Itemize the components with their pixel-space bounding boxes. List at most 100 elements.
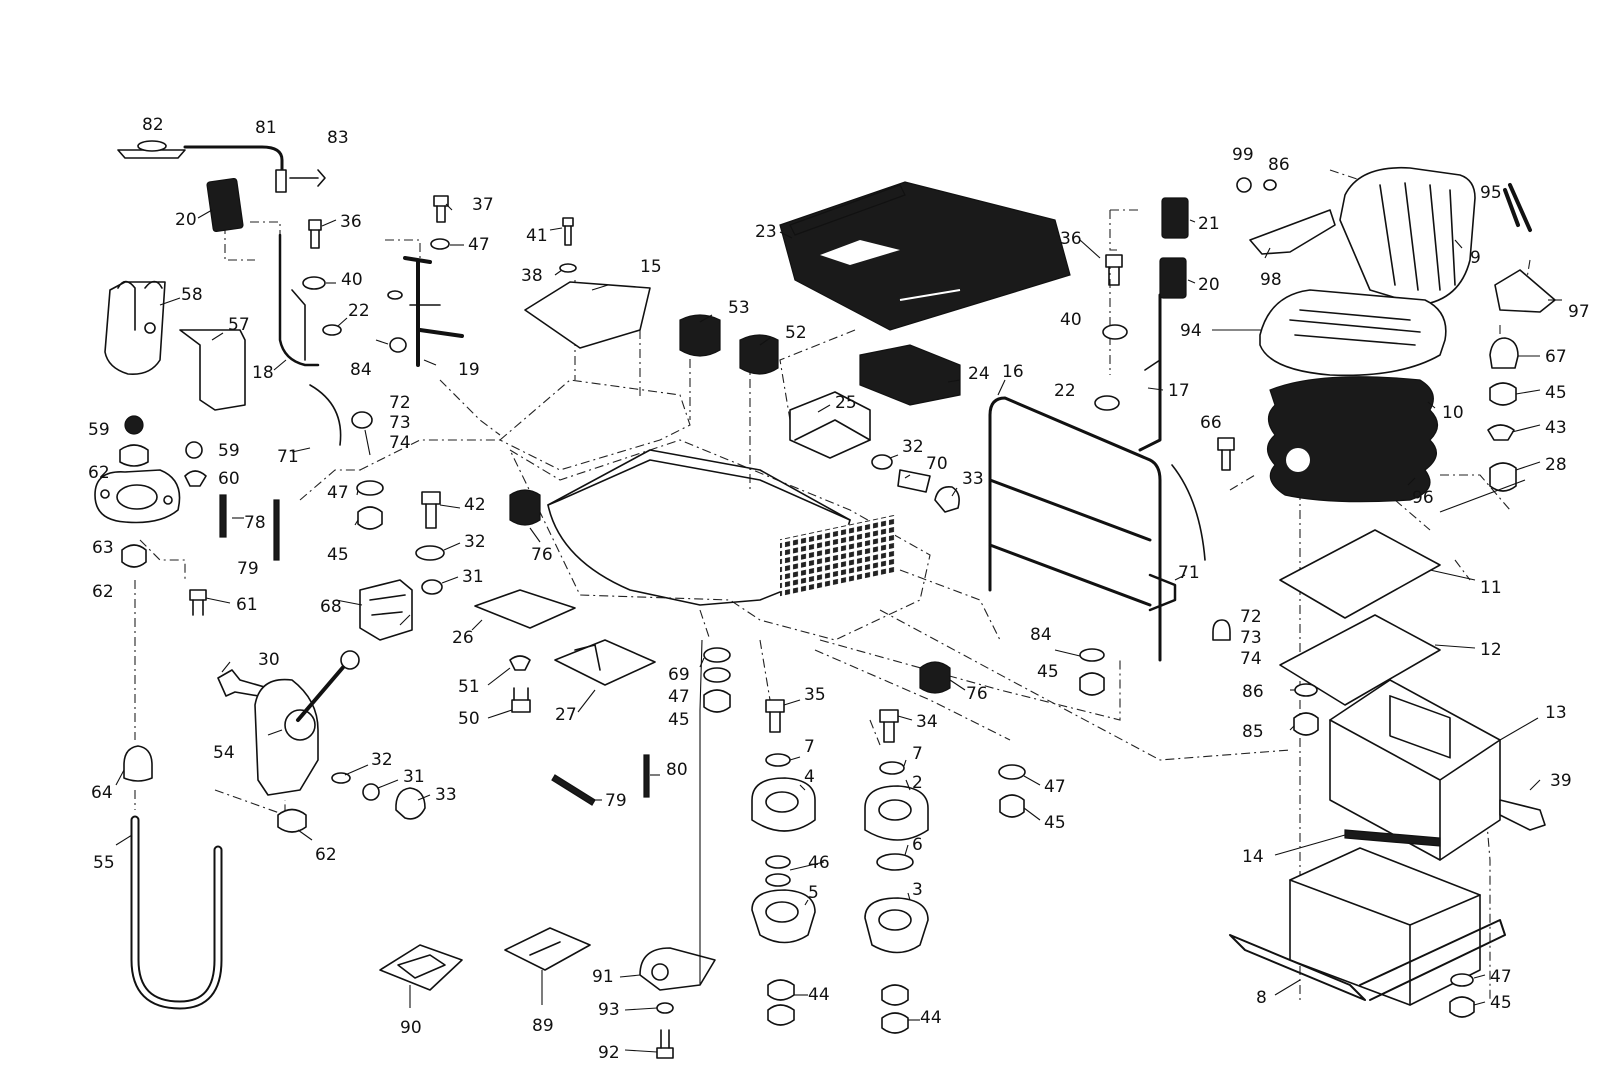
label-79: 79 (237, 559, 259, 579)
label-81: 81 (255, 118, 277, 138)
label-13: 13 (1545, 703, 1567, 723)
label-35: 35 (804, 685, 826, 705)
label-11: 11 (1480, 578, 1502, 598)
label-50: 50 (458, 709, 480, 729)
label-20: 20 (1198, 275, 1220, 295)
label-60: 60 (218, 469, 240, 489)
label-14: 14 (1242, 847, 1264, 867)
label-45: 45 (668, 710, 690, 730)
label-95: 95 (1480, 183, 1502, 203)
label-32: 32 (371, 750, 393, 770)
label-45: 45 (1037, 662, 1059, 682)
label-44: 44 (808, 985, 830, 1005)
label-22: 22 (348, 301, 370, 321)
label-15: 15 (640, 257, 662, 277)
label-17: 17 (1168, 381, 1190, 401)
label-68: 68 (320, 597, 342, 617)
label-54: 54 (213, 743, 235, 763)
label-67: 67 (1545, 347, 1567, 367)
label-74: 74 (389, 433, 411, 453)
label-12: 12 (1480, 640, 1502, 660)
label-43: 43 (1545, 418, 1567, 438)
label-63: 63 (92, 538, 114, 558)
label-90: 90 (400, 1018, 422, 1038)
label-31: 31 (462, 567, 484, 587)
label-99: 99 (1232, 145, 1254, 165)
label-16: 16 (1002, 362, 1024, 382)
label-83: 83 (327, 128, 349, 148)
label-71: 71 (1178, 563, 1200, 583)
label-26: 26 (452, 628, 474, 648)
label-59: 59 (88, 420, 110, 440)
label-76: 76 (966, 684, 988, 704)
label-72: 72 (389, 393, 411, 413)
label-5: 5 (808, 883, 819, 903)
label-97: 97 (1568, 302, 1590, 322)
label-45: 45 (327, 545, 349, 565)
label-46: 46 (808, 853, 830, 873)
label-25: 25 (835, 393, 857, 413)
right-parts (988, 166, 1556, 1018)
label-28: 28 (1545, 455, 1567, 475)
label-91: 91 (592, 967, 614, 987)
label-47: 47 (1490, 967, 1512, 987)
label-47: 47 (1044, 777, 1066, 797)
label-69: 69 (668, 665, 690, 685)
label-73: 73 (1240, 628, 1262, 648)
label-86: 86 (1268, 155, 1290, 175)
label-36: 36 (1060, 229, 1082, 249)
label-96: 96 (1412, 488, 1434, 508)
label-39: 39 (1550, 771, 1572, 791)
label-9: 9 (1470, 248, 1481, 268)
label-84: 84 (350, 360, 372, 380)
label-64: 64 (91, 783, 113, 803)
label-18: 18 (252, 363, 274, 383)
label-7: 7 (804, 737, 815, 757)
label-66: 66 (1200, 413, 1222, 433)
label-92: 92 (598, 1043, 620, 1063)
label-76: 76 (531, 545, 553, 565)
label-59: 59 (218, 441, 240, 461)
center-parts (379, 181, 1071, 1059)
label-73: 73 (389, 413, 411, 433)
label-80: 80 (666, 760, 688, 780)
label-78: 78 (244, 513, 266, 533)
label-40: 40 (341, 270, 363, 290)
label-53: 53 (728, 298, 750, 318)
label-41: 41 (526, 226, 548, 246)
label-6: 6 (912, 835, 923, 855)
label-62: 62 (92, 582, 114, 602)
label-79: 79 (605, 791, 627, 811)
label-98: 98 (1260, 270, 1282, 290)
label-47: 47 (468, 235, 490, 255)
label-38: 38 (521, 266, 543, 286)
label-70: 70 (926, 454, 948, 474)
label-52: 52 (785, 323, 807, 343)
label-44: 44 (920, 1008, 942, 1028)
label-20: 20 (175, 210, 197, 230)
label-19: 19 (458, 360, 480, 380)
left-parts (94, 140, 464, 1010)
label-93: 93 (598, 1000, 620, 1020)
label-32: 32 (464, 532, 486, 552)
label-72: 72 (1240, 607, 1262, 627)
label-42: 42 (464, 495, 486, 515)
label-45: 45 (1490, 993, 1512, 1013)
part-labels: 82 81 83 20 37 36 47 40 22 84 19 18 58 5… (88, 115, 1590, 1063)
label-33: 33 (435, 785, 457, 805)
label-45: 45 (1545, 383, 1567, 403)
label-45: 45 (1044, 813, 1066, 833)
leader-lines (115, 203, 1562, 1053)
label-31: 31 (403, 767, 425, 787)
label-32: 32 (902, 437, 924, 457)
label-7: 7 (912, 744, 923, 764)
label-94: 94 (1180, 321, 1202, 341)
label-8: 8 (1256, 988, 1267, 1008)
label-4: 4 (804, 767, 815, 787)
label-3: 3 (912, 880, 923, 900)
label-47: 47 (668, 687, 690, 707)
label-89: 89 (532, 1016, 554, 1036)
label-82: 82 (142, 115, 164, 135)
grille (780, 514, 895, 598)
